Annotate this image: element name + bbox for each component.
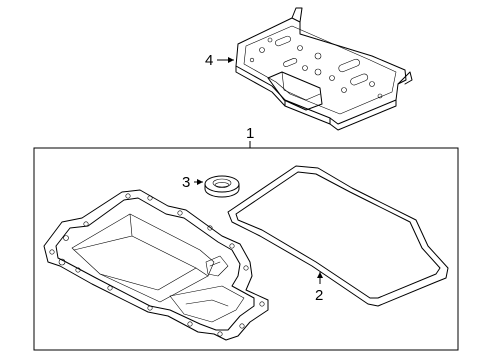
- callout-number-3: 3: [182, 174, 190, 191]
- assembly-boundary-box: [33, 147, 459, 351]
- oil-pan-part-drawing: [43, 189, 269, 341]
- gasket-part-drawing: [227, 165, 449, 307]
- callout-number-1: 1: [246, 125, 254, 142]
- callout-number-4: 4: [205, 52, 213, 69]
- filter-part-drawing: [235, 7, 413, 131]
- callout-number-2: 2: [315, 287, 323, 304]
- seal-part-drawing: [204, 175, 240, 198]
